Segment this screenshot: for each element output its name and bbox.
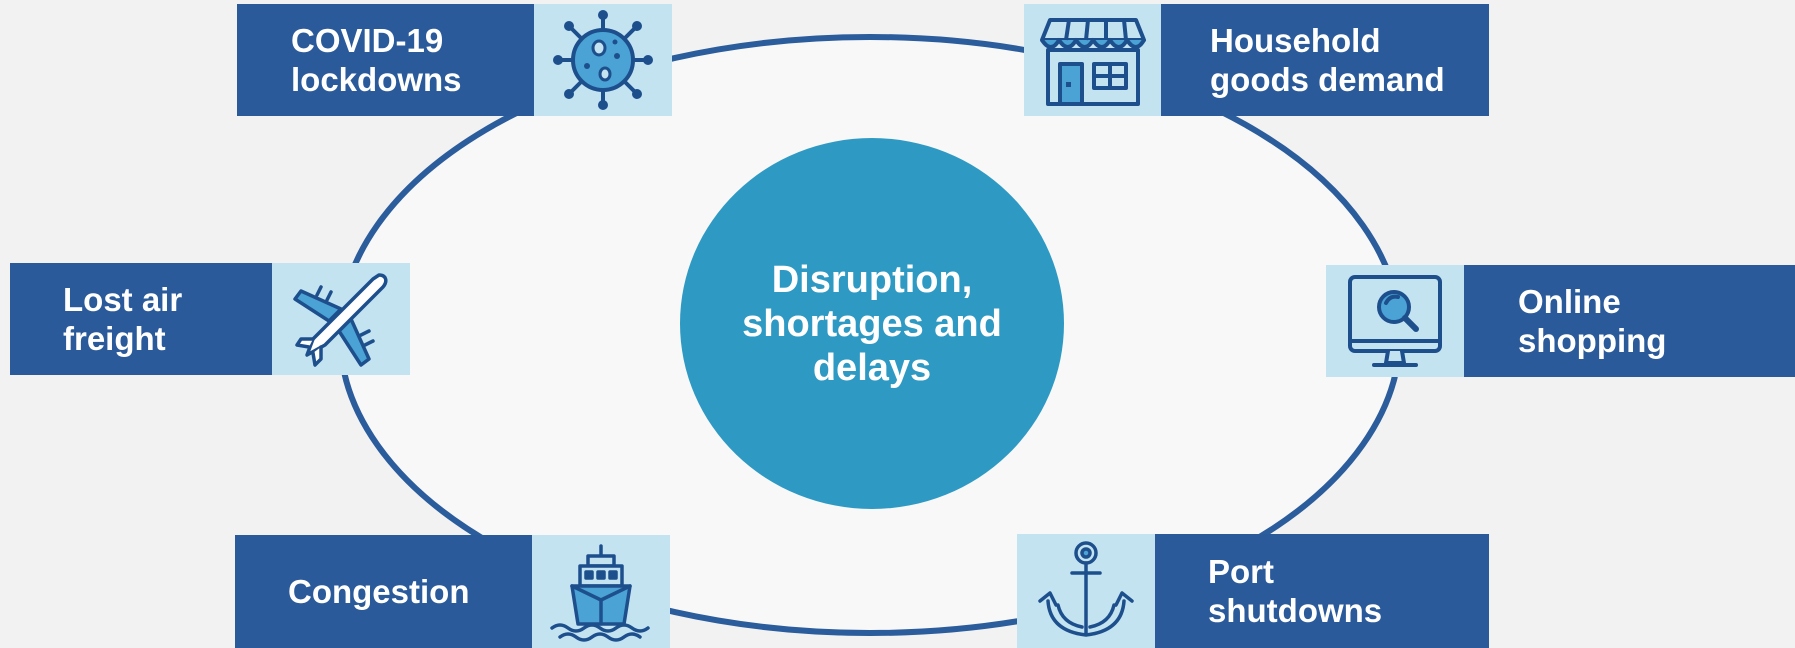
ship-icon	[550, 543, 650, 642]
node-covid-lockdowns: COVID-19 lockdowns	[237, 4, 672, 116]
node-label: Lost air freight	[10, 263, 272, 375]
icon-tile	[534, 4, 672, 116]
center-label: Disruption, shortages and delays	[742, 258, 1002, 389]
monitor-search-icon	[1348, 275, 1442, 367]
node-online-shopping: Online shopping	[1326, 265, 1795, 377]
icon-tile	[1024, 4, 1161, 116]
airplane-icon	[293, 273, 388, 367]
node-congestion: Congestion	[235, 535, 670, 648]
icon-tile	[272, 263, 410, 375]
node-lost-air-freight: Lost air freight	[10, 263, 410, 375]
anchor-icon	[1038, 541, 1134, 637]
node-label: Port shutdowns	[1155, 534, 1489, 648]
virus-icon	[553, 10, 653, 110]
node-label: Congestion	[235, 535, 532, 648]
node-label: COVID-19 lockdowns	[237, 4, 534, 116]
storefront-icon	[1039, 18, 1146, 106]
icon-tile	[1326, 265, 1464, 377]
node-label: Online shopping	[1464, 265, 1795, 377]
node-label: Household goods demand	[1161, 4, 1489, 116]
node-port-shutdowns: Port shutdowns	[1017, 534, 1489, 648]
center-circle: Disruption, shortages and delays	[680, 138, 1064, 509]
node-household-goods-demand: Household goods demand	[1024, 4, 1489, 116]
icon-tile	[1017, 534, 1155, 648]
icon-tile	[532, 535, 670, 648]
